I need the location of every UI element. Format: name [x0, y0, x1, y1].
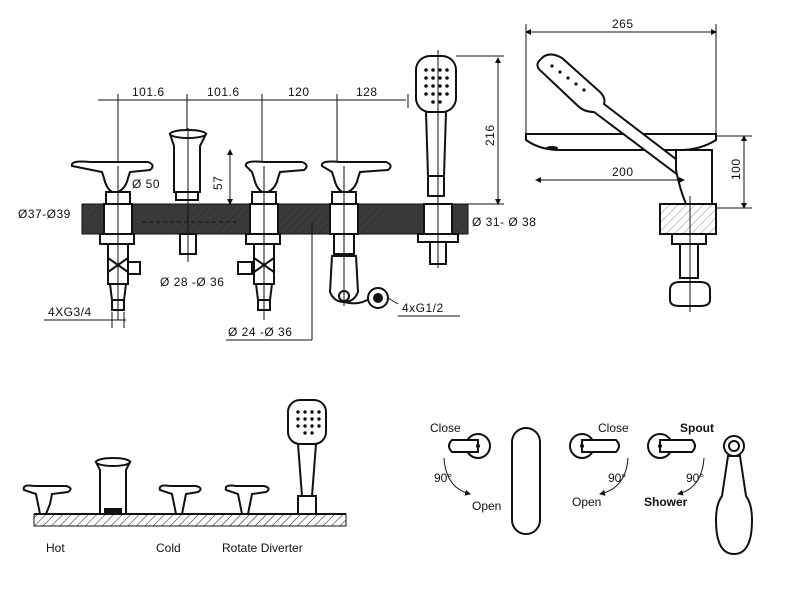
- hand-shower: [287, 399, 327, 445]
- dim-spacing-3: 120: [288, 85, 310, 99]
- label-deg-3: 90°: [686, 471, 704, 485]
- label-rotate-diverter: Rotate Diverter: [222, 541, 303, 555]
- installation-elevation: Hot Cold Rotate Diverter: [22, 399, 347, 555]
- label-shower: Shower: [644, 495, 688, 509]
- lever-icon-1: [448, 439, 479, 453]
- dim-width-265: 265: [612, 17, 634, 31]
- label-deg-1: 90°: [434, 471, 452, 485]
- spout-top-view: [511, 427, 541, 535]
- label-open-1: Open: [472, 499, 501, 513]
- operation-diagrams: Close 90° Open Close 90° Open Spout 90° …: [430, 421, 754, 556]
- front-view: 101.6 101.6 120 128: [18, 50, 536, 341]
- dim-diameter-50: Ø 50: [132, 177, 160, 191]
- label-close-2: Close: [598, 421, 629, 435]
- dim-diameter-37-39: Ø37-Ø39: [18, 207, 71, 221]
- dim-spacing-1: 101.6: [132, 85, 165, 99]
- lever-icon-3: [659, 439, 696, 453]
- spout: [94, 461, 132, 515]
- dim-diameter-31-38: Ø 31- Ø 38: [472, 215, 536, 229]
- dim-height-100: 100: [729, 158, 743, 180]
- diverter-handle: [224, 484, 270, 515]
- dim-spacing-2: 101.6: [207, 85, 240, 99]
- hot-handle: [22, 484, 72, 515]
- cold-handle: [158, 484, 202, 515]
- dim-thread-g12: 4xG1/2: [402, 301, 444, 315]
- dim-thread-g34: 4XG3/4: [48, 305, 92, 319]
- countertop: [33, 513, 347, 527]
- dim-height-216: 216: [483, 124, 497, 146]
- dim-diameter-28-36: Ø 28 -Ø 36: [160, 275, 224, 289]
- hand-shower-front: [415, 50, 459, 268]
- label-hot: Hot: [46, 541, 65, 555]
- side-view: 265 200 100: [525, 17, 752, 312]
- handle-hot-front: [70, 160, 154, 320]
- label-close-1: Close: [430, 421, 461, 435]
- label-deg-2: 90°: [608, 471, 626, 485]
- dim-spacing-4: 128: [356, 85, 378, 99]
- dim-height-57: 57: [211, 176, 225, 190]
- hand-shower-top-view: [714, 455, 754, 556]
- handle-diverter-front: [320, 160, 392, 309]
- label-cold: Cold: [156, 541, 181, 555]
- label-open-2: Open: [572, 495, 601, 509]
- dim-diameter-24-36: Ø 24 -Ø 36: [228, 325, 292, 339]
- dim-reach-200: 200: [612, 165, 634, 179]
- label-spout: Spout: [680, 421, 714, 435]
- spout-front: [142, 128, 236, 262]
- handle-cold-front: [237, 160, 308, 320]
- lever-icon-2: [581, 439, 620, 453]
